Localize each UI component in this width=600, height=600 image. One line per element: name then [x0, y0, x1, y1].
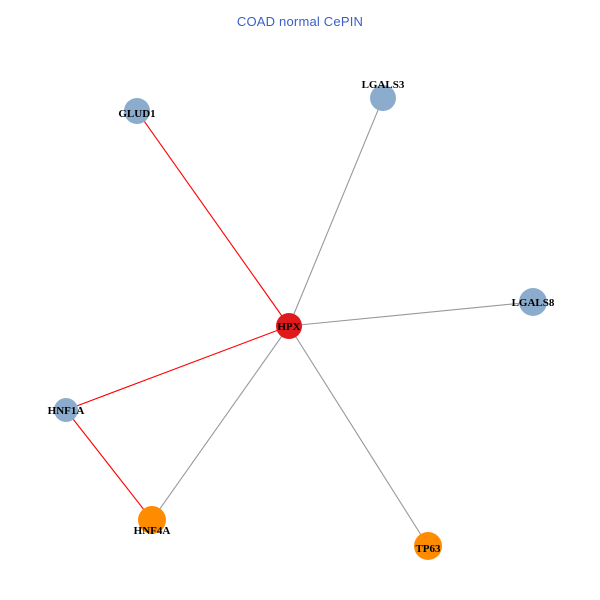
node-lgals3 [370, 85, 396, 111]
node-label-lgals3: LGALS3 [362, 79, 405, 91]
node-hnf1a [54, 398, 78, 422]
node-label-glud1: GLUD1 [118, 108, 155, 120]
node-label-hnf4a: HNF4A [134, 525, 171, 537]
node-label-hnf1a: HNF1A [48, 405, 85, 417]
node-label-tp63: TP63 [415, 543, 441, 555]
edge-hpx-glud1 [136, 110, 290, 327]
edge-hpx-lgals8 [288, 301, 534, 327]
edge-hnf1a-hnf4a [65, 409, 153, 521]
edge-hpx-tp63 [288, 325, 429, 547]
edge-hpx-hnf4a [151, 325, 290, 521]
node-label-hpx: HPX [277, 321, 300, 333]
node-label-lgals8: LGALS8 [512, 297, 555, 309]
node-glud1 [124, 98, 150, 124]
plot-title: COAD normal CePIN [236, 14, 364, 29]
edge-hpx-lgals3 [288, 97, 384, 327]
node-tp63 [414, 532, 442, 560]
node-hpx [276, 313, 302, 339]
node-lgals8 [519, 288, 547, 316]
edge-hpx-hnf1a [65, 325, 290, 411]
node-hnf4a [138, 506, 166, 534]
